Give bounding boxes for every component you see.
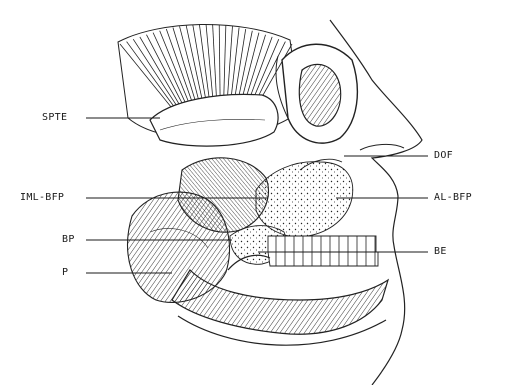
orbit [276,44,357,143]
label-be: BE [434,246,447,258]
label-p: P [62,267,68,279]
label-dof: DOF [434,150,453,162]
label-spte: SPTE [42,112,67,124]
teeth [268,236,378,266]
label-al-bfp: AL-BFP [434,192,472,204]
label-bp: BP [62,234,75,246]
label-iml-bfp: IML-BFP [20,192,64,204]
